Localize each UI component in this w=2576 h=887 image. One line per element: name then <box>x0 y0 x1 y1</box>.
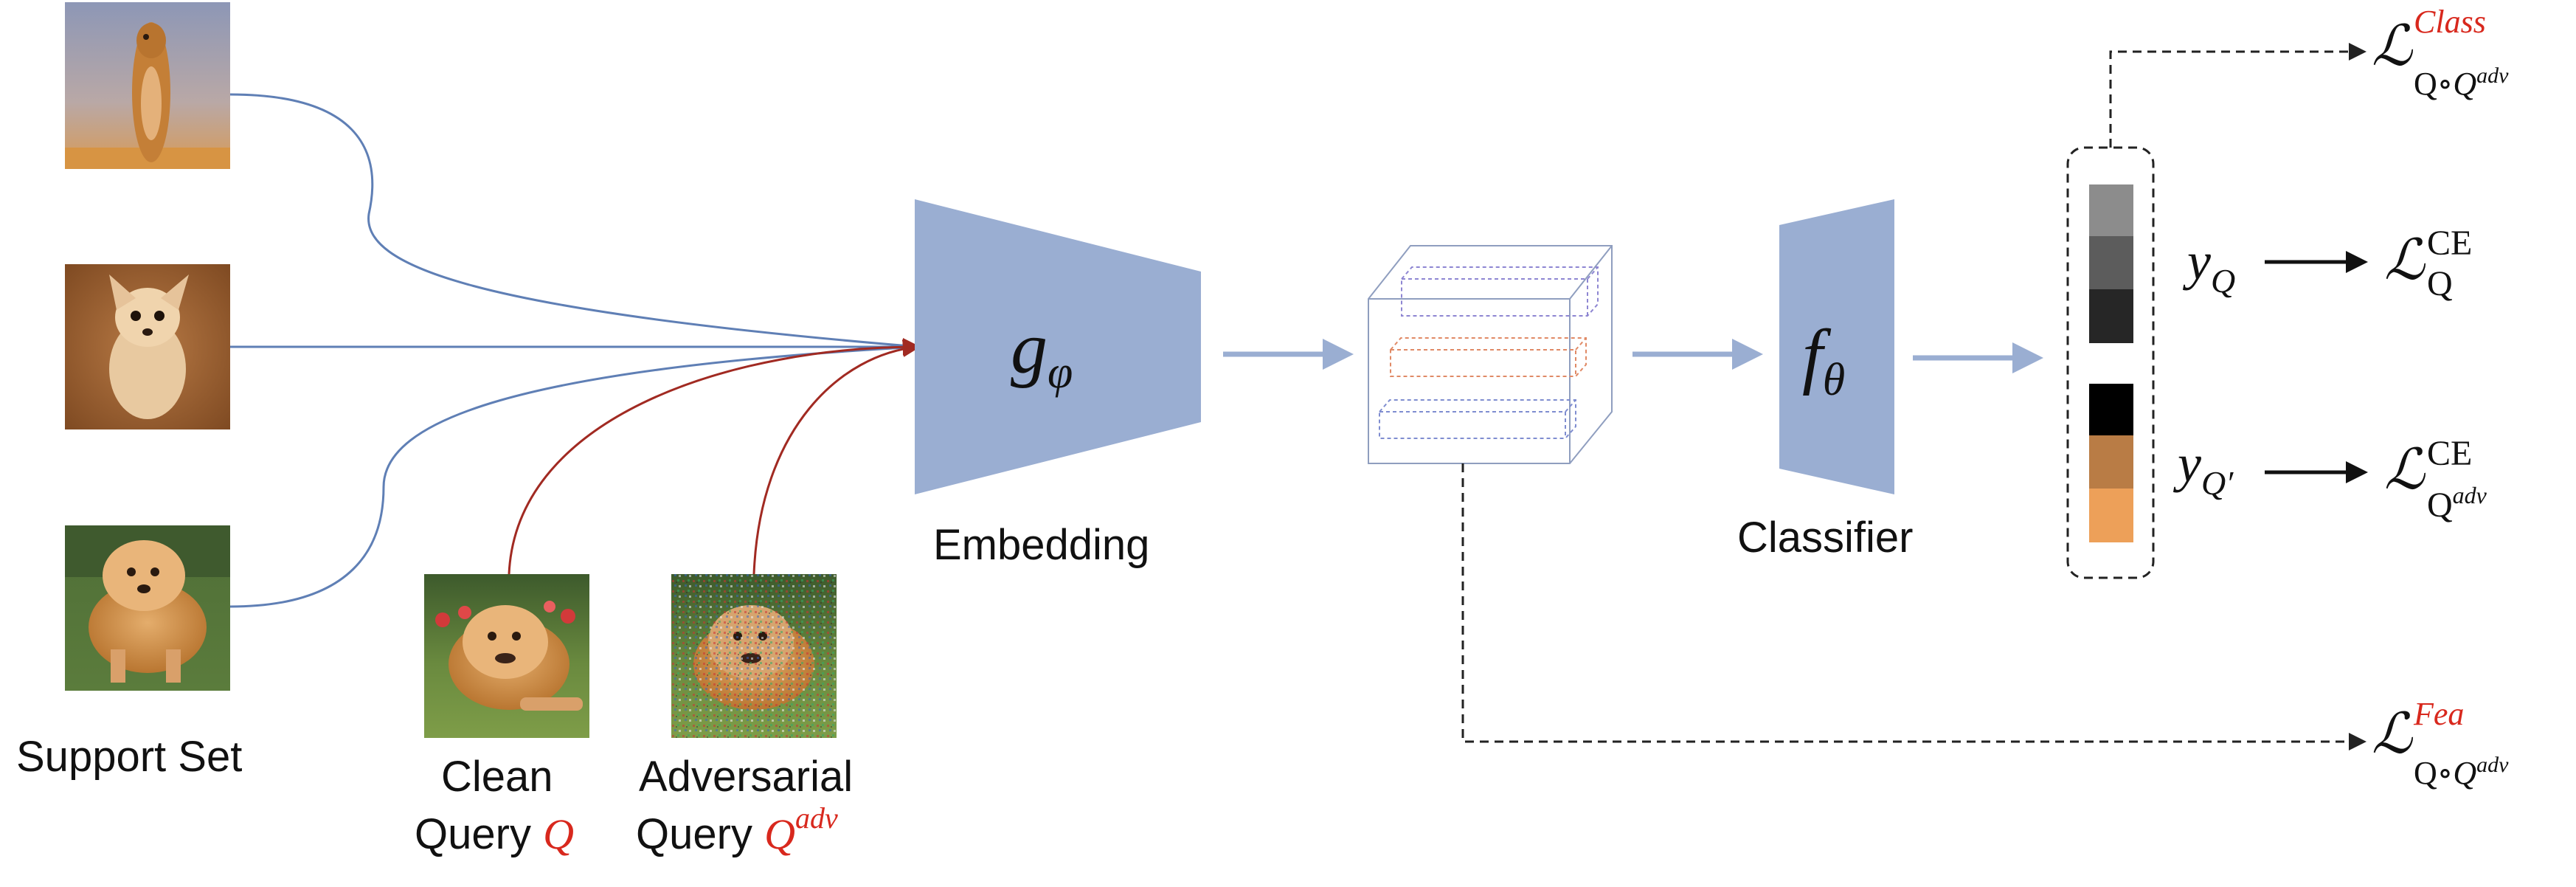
clean-query-label-line2: Query Q <box>415 810 574 858</box>
feature-bar-middle <box>1390 337 1587 377</box>
clean-query-label-line1: Clean <box>441 753 553 801</box>
target-adv: yQ′ <box>2172 434 2234 502</box>
loss-ce-adv: ℒ CE Qadv <box>2384 434 2487 525</box>
logit-adv-2 <box>2089 435 2133 489</box>
svg-text:CE: CE <box>2427 224 2472 263</box>
adv-query-label-line1: Adversarial <box>639 753 853 801</box>
target-clean: yQ <box>2182 232 2235 300</box>
support-set-label: Support Set <box>16 733 242 781</box>
clean-query-link <box>508 338 921 575</box>
feature-bar-bottom <box>1379 399 1576 439</box>
svg-text:Q∘Qadv: Q∘Qadv <box>2414 63 2509 102</box>
embedding-label: Embedding <box>933 521 1149 569</box>
svg-text:Class: Class <box>2414 4 2486 40</box>
logit-adv-1 <box>2089 384 2133 435</box>
loss-class: ℒ Class Q∘Qadv <box>2372 4 2509 102</box>
loss-fea: ℒ Fea Q∘Qadv <box>2372 696 2509 791</box>
svg-text:Q∘Qadv: Q∘Qadv <box>2414 753 2509 791</box>
svg-text:Fea: Fea <box>2413 696 2464 732</box>
classifier-block <box>1779 199 1894 494</box>
svg-text:ℒ: ℒ <box>2384 439 2426 501</box>
logit-clean-2 <box>2089 236 2133 289</box>
clean-query-image <box>424 574 589 738</box>
classifier-label: Classifier <box>1737 514 1914 562</box>
feature-bar-top <box>1401 266 1599 317</box>
support-link-3 <box>229 345 919 608</box>
logit-clean-1 <box>2089 184 2133 236</box>
class-loss-connector <box>2109 43 2366 148</box>
support-image-meerkat <box>65 2 230 169</box>
loss-ce-clean: ℒ CE Q <box>2384 224 2472 303</box>
svg-text:CE: CE <box>2427 434 2472 473</box>
support-link-1 <box>229 93 919 348</box>
embedding-block <box>915 199 1201 494</box>
svg-text:Q: Q <box>2427 264 2453 303</box>
fea-loss-connector <box>1461 463 2366 750</box>
adversarial-query-link <box>752 339 921 575</box>
query-links <box>508 338 921 575</box>
logit-clean-3 <box>2089 289 2133 343</box>
svg-text:Qadv: Qadv <box>2427 482 2487 525</box>
support-image-chihuahua <box>65 264 230 429</box>
svg-text:ℒ: ℒ <box>2372 15 2414 77</box>
svg-text:ℒ: ℒ <box>2384 229 2426 291</box>
feature-cube <box>1368 245 1613 464</box>
adv-query-label-line2: Query Qadv <box>636 801 838 858</box>
svg-text:ℒ: ℒ <box>2372 703 2414 765</box>
embedding-symbol: gφ <box>1011 307 1073 398</box>
support-links <box>229 93 919 608</box>
support-image-chow <box>65 525 230 691</box>
adversarial-query-image <box>671 574 837 738</box>
logit-adv-3 <box>2089 489 2133 542</box>
